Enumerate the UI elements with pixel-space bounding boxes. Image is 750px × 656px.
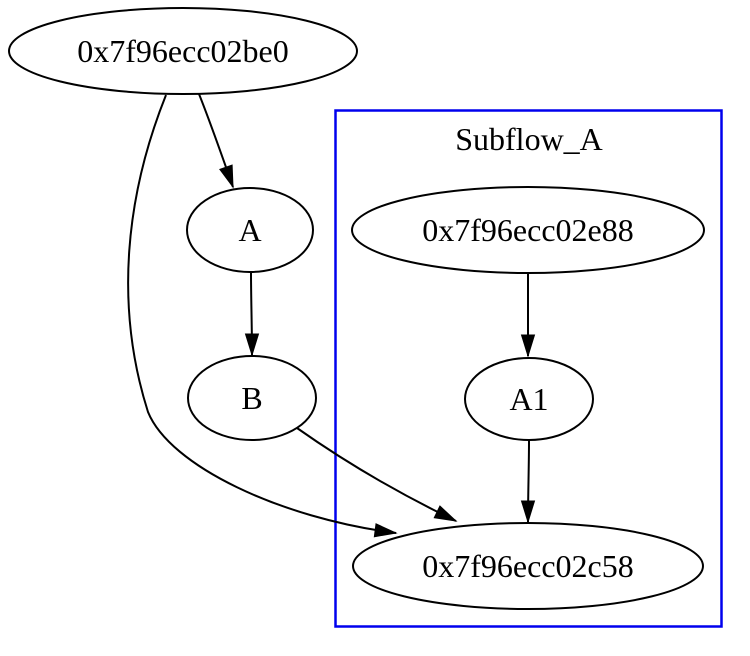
edge-b-to-c58 xyxy=(296,427,458,522)
node-c58-label: 0x7f96ecc02c58 xyxy=(422,548,633,584)
edge-a1-to-c58 xyxy=(520,439,536,524)
node-e88-label: 0x7f96ecc02e88 xyxy=(422,212,633,248)
node-a1: A1 xyxy=(464,357,594,441)
edge-be0-to-a xyxy=(198,93,234,189)
edge-be0-to-c58 xyxy=(127,94,398,538)
node-e88: 0x7f96ecc02e88 xyxy=(351,186,705,274)
node-a: A xyxy=(186,187,314,273)
node-be0: 0x7f96ecc02be0 xyxy=(8,7,358,95)
cluster-subflow-a: Subflow_A xyxy=(334,109,723,628)
node-be0-shape xyxy=(8,7,358,95)
edge-a-to-b xyxy=(244,271,260,357)
node-a1-label: A1 xyxy=(509,381,548,417)
node-be0-label: 0x7f96ecc02be0 xyxy=(77,33,288,69)
node-a-label: A xyxy=(238,212,261,248)
edge-layer xyxy=(127,93,536,538)
node-c58: 0x7f96ecc02c58 xyxy=(352,522,704,610)
cluster-border xyxy=(334,109,723,628)
node-b: B xyxy=(187,355,317,441)
cluster-label: Subflow_A xyxy=(455,121,603,157)
node-b-label: B xyxy=(241,380,262,416)
